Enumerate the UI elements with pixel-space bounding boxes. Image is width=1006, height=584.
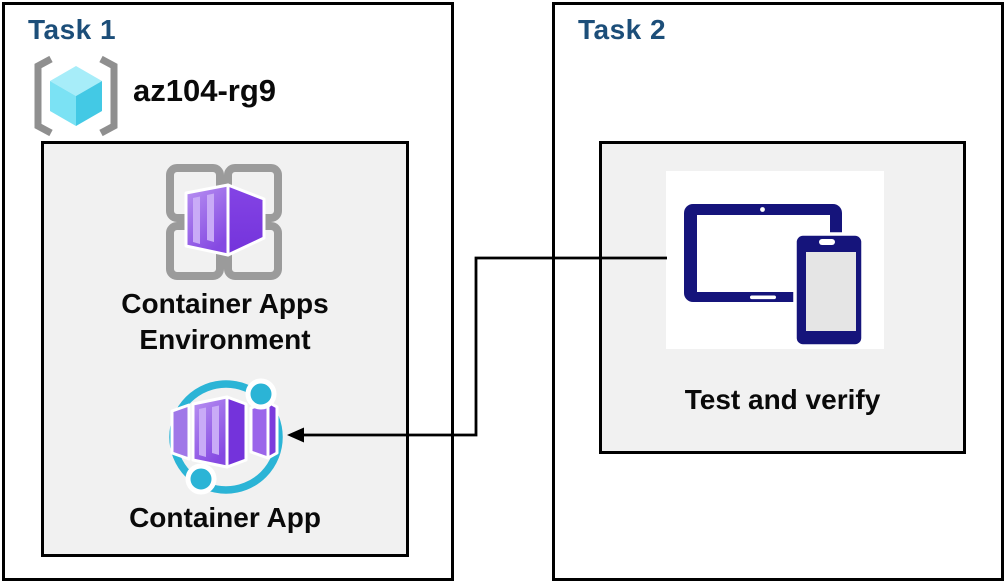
environment-label: Container Apps Environment: [121, 288, 329, 355]
container-app-icon: [169, 378, 283, 495]
container-apps-environment-icon: [166, 164, 282, 280]
container-app-label: Container App: [129, 502, 321, 533]
test-and-verify-label: Test and verify: [684, 384, 881, 415]
resource-group-name: az104-rg9: [133, 73, 277, 108]
task1-box: Task 1 az104-rg9: [2, 2, 454, 581]
devices-icon-plate: [666, 171, 884, 349]
task2-box: Task 2 Test and verify: [552, 2, 1004, 581]
task1-title: Task 1: [28, 14, 117, 45]
task1-inner-box: Container Apps Environment: [41, 141, 409, 557]
task2-title: Task 2: [578, 14, 667, 45]
tablet-phone-devices-icon: [684, 204, 865, 348]
resource-group-icon: [34, 55, 118, 137]
task2-inner-box: Test and verify: [599, 141, 966, 454]
